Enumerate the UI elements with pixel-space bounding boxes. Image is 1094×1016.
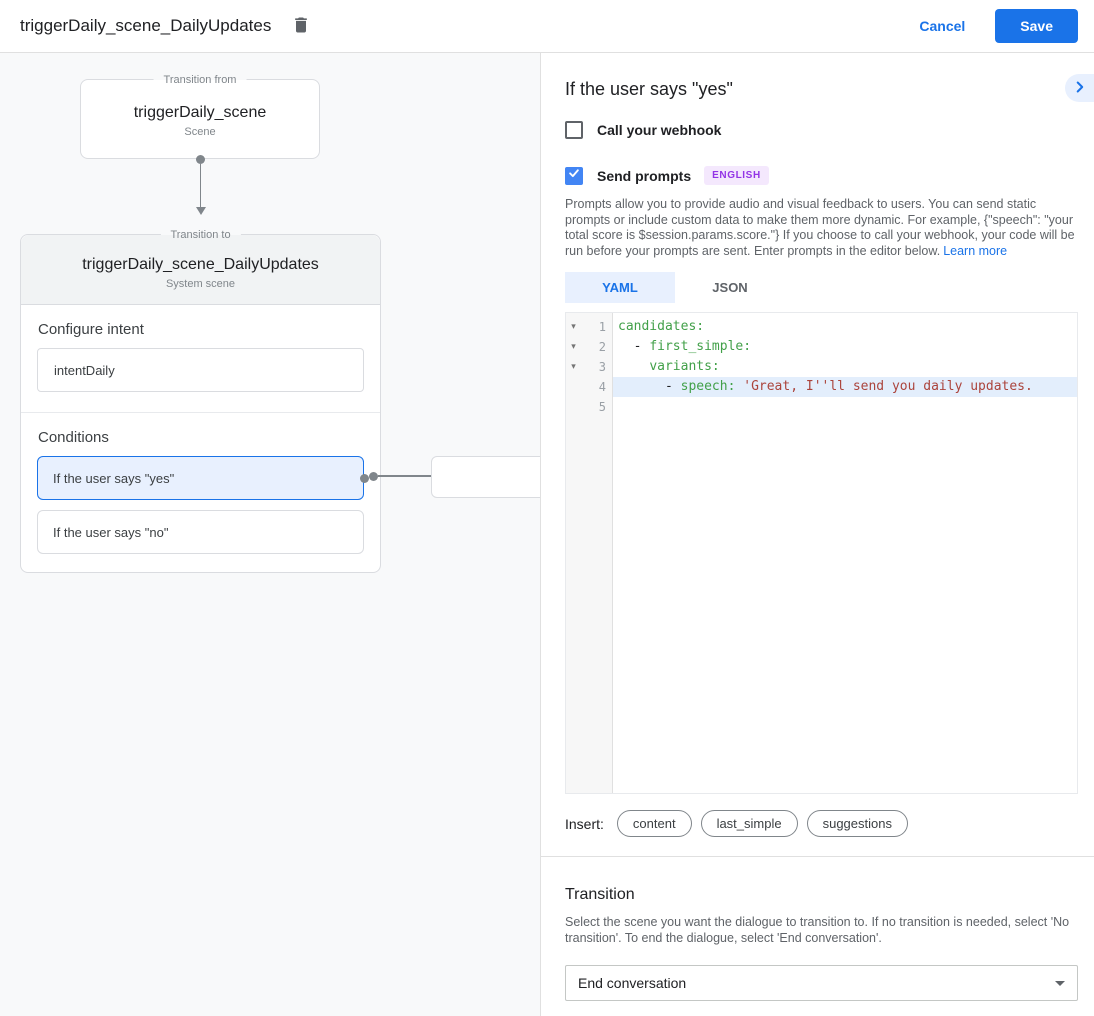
line-number: 3 [598, 360, 606, 374]
condition-label: If the user says "yes" [53, 470, 175, 486]
intent-item[interactable]: intentDaily [37, 348, 364, 392]
transition-from-legend: Transition from [153, 72, 247, 88]
panel-title: If the user says "yes" [565, 79, 733, 99]
condition-edit-panel: If the user says "yes" Call your webhook… [541, 53, 1094, 1016]
to-node-title: triggerDaily_scene_DailyUpdates [82, 256, 319, 273]
gutter-line-3[interactable]: ▾3 [566, 357, 612, 377]
tab-yaml[interactable]: YAML [565, 272, 675, 303]
condition-item-no[interactable]: If the user says "no" [37, 510, 364, 554]
checkmark-icon [567, 166, 581, 185]
transition-select[interactable]: End conversation [565, 965, 1078, 1001]
conditions-heading: Conditions [38, 429, 109, 446]
gutter-line-5: 5 [566, 397, 612, 417]
line-number: 4 [598, 380, 606, 394]
condition-arrow-horizontal [369, 471, 439, 481]
call-webhook-checkbox[interactable] [565, 121, 583, 139]
condition-item-yes[interactable]: If the user says "yes" [37, 456, 369, 500]
transition-to-node[interactable]: Transition to triggerDaily_scene_DailyUp… [20, 227, 381, 573]
configure-intent-heading: Configure intent [38, 321, 144, 338]
arrow-down-icon [195, 207, 206, 215]
code-line-5[interactable] [613, 397, 1077, 417]
code-line-2[interactable]: - first_simple: [618, 339, 752, 354]
trash-icon [291, 15, 311, 38]
fold-arrow-icon[interactable]: ▾ [571, 322, 576, 332]
code-line-4[interactable]: - speech: 'Great, I''ll send you daily u… [613, 377, 1077, 397]
gutter-line-2[interactable]: ▾2 [566, 337, 612, 357]
intent-name: intentDaily [54, 362, 115, 378]
editor-format-tabs: YAML JSON [565, 272, 1078, 303]
condition-label: If the user says "no" [53, 524, 169, 540]
gutter-line-4: 4 [566, 377, 612, 397]
line-number: 1 [598, 320, 606, 334]
to-node-header: triggerDaily_scene_DailyUpdates System s… [21, 235, 380, 305]
save-button[interactable]: Save [995, 9, 1078, 43]
transition-select-value: End conversation [578, 975, 687, 991]
connector-dot [196, 155, 205, 164]
dropdown-caret-icon [1055, 980, 1065, 986]
page-title: triggerDaily_scene_DailyUpdates [20, 16, 272, 35]
language-badge: ENGLISH [704, 166, 769, 185]
transition-description: Select the scene you want the dialogue t… [565, 915, 1070, 945]
chevron-right-icon [1072, 79, 1088, 98]
insert-label: Insert: [565, 815, 604, 832]
code-line-1[interactable]: candidates: [618, 319, 705, 334]
transition-heading: Transition [565, 886, 635, 903]
panel-divider [541, 856, 1094, 857]
connector-dot [369, 471, 378, 481]
delete-scene-button[interactable] [289, 14, 313, 38]
tab-json[interactable]: JSON [712, 280, 748, 295]
insert-chip-suggestions[interactable]: suggestions [806, 810, 908, 837]
prompts-description: Prompts allow you to provide audio and v… [565, 197, 1078, 259]
learn-more-link[interactable]: Learn more [943, 243, 1008, 258]
collapse-panel-button[interactable] [1065, 74, 1094, 102]
connector-line [378, 475, 431, 477]
send-prompts-checkbox[interactable] [565, 166, 583, 185]
line-number: 5 [598, 400, 606, 414]
line-number: 2 [598, 340, 606, 354]
code-editor-lines[interactable]: candidates: - first_simple: variants: - … [613, 313, 1077, 793]
fold-arrow-icon[interactable]: ▾ [571, 362, 576, 372]
condition-target-node[interactable] [431, 456, 540, 498]
from-node-title: triggerDaily_scene [133, 104, 267, 121]
gutter-line-1[interactable]: ▾1 [566, 317, 612, 337]
call-webhook-label: Call your webhook [597, 122, 722, 138]
transition-to-legend: Transition to [160, 227, 241, 243]
scene-diagram-canvas: Transition from triggerDaily_scene Scene… [0, 53, 541, 1016]
cancel-button[interactable]: Cancel [919, 18, 966, 34]
connector-line [199, 164, 202, 207]
node-section-divider [21, 412, 380, 413]
transition-from-node[interactable]: Transition from triggerDaily_scene Scene [80, 72, 320, 159]
from-node-subtitle: Scene [184, 126, 216, 138]
insert-chip-content[interactable]: content [616, 810, 692, 837]
insert-chip-last-simple[interactable]: last_simple [700, 810, 798, 837]
transition-arrow-vertical [195, 155, 206, 215]
code-line-3[interactable]: variants: [649, 359, 720, 374]
condition-connector-dot [360, 473, 369, 483]
send-prompts-label: Send prompts [597, 167, 692, 184]
fold-arrow-icon[interactable]: ▾ [571, 342, 576, 352]
prompts-description-text: Prompts allow you to provide audio and v… [565, 197, 1075, 258]
to-node-subtitle: System scene [165, 278, 236, 290]
top-bar: triggerDaily_scene_DailyUpdates Cancel S… [0, 0, 1094, 53]
insert-row: Insert: content last_simple suggestions [565, 810, 1078, 837]
